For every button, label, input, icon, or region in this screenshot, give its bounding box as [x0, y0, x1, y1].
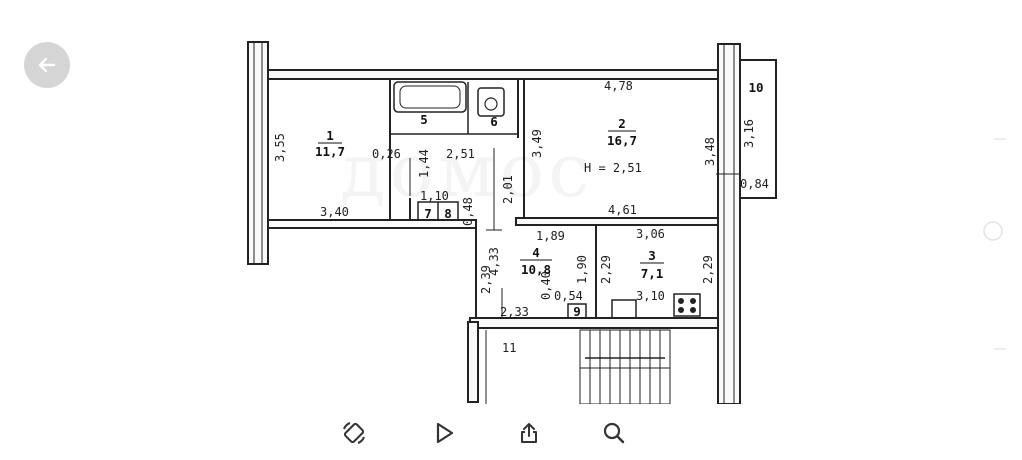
room-6-label: 6	[490, 114, 498, 129]
ceiling-height-label: H = 2,51	[584, 161, 642, 175]
bathtub	[393, 81, 467, 113]
right-window-wall	[717, 43, 741, 404]
floor-plan[interactable]: 1 11,7 2 16,7 H = 2,51 3 7,1 4 10,8 5 6 …	[240, 38, 780, 404]
dim-label: 1,10	[420, 189, 449, 203]
room-2-area: 16,7	[607, 133, 637, 148]
dim-label: 2,01	[501, 175, 515, 204]
dim-label: 3,10	[636, 289, 665, 303]
dim-label: 0,26	[372, 147, 401, 161]
dim-label: 4,78	[604, 79, 633, 93]
room-2-label: 2	[618, 116, 626, 131]
dim-label: 0,48	[461, 197, 475, 226]
dim-label: 0,54	[554, 289, 583, 303]
room-11-label: 11	[502, 341, 516, 355]
room-4-label: 4	[532, 245, 540, 260]
dim-label: 2,33	[500, 305, 529, 319]
room-10-label: 10	[748, 80, 763, 95]
room-9-label: 9	[573, 304, 581, 319]
room-1-area: 11,7	[315, 144, 345, 159]
dim-label: 2,29	[599, 255, 613, 284]
top-wall	[267, 69, 719, 80]
balcony	[739, 59, 777, 199]
side-indicator	[994, 338, 1006, 357]
dim-label: 3,55	[273, 133, 287, 162]
kitchen-sink	[611, 299, 637, 319]
dim-label: 3,40	[320, 205, 349, 219]
staircase	[579, 329, 671, 404]
play-button[interactable]	[426, 416, 462, 450]
share-icon	[521, 423, 537, 443]
room-7-label: 7	[424, 206, 432, 221]
rotate-icon	[343, 422, 365, 444]
room-4-area: 10,8	[521, 262, 551, 277]
toilet	[477, 87, 505, 117]
stove	[673, 293, 701, 317]
room-5-label: 5	[420, 112, 428, 127]
search-button[interactable]	[596, 416, 632, 450]
dim-label: 2,39	[479, 265, 493, 294]
dim-label: 2,29	[701, 255, 715, 284]
dim-label: 4,33	[487, 247, 501, 276]
dim-label: 4,61	[608, 203, 637, 217]
arrow-left-icon	[38, 57, 56, 73]
dim-label: 2,51	[446, 147, 475, 161]
circle-indicator-icon	[982, 220, 1004, 246]
rotate-button[interactable]	[336, 416, 372, 450]
room-1-label: 1	[326, 128, 334, 143]
dim-label: 3,49	[530, 129, 544, 158]
search-icon	[603, 422, 625, 444]
left-window-wall	[247, 41, 269, 265]
bottom-wall	[469, 317, 719, 329]
floor-plan-drawing: 1 11,7 2 16,7 H = 2,51 3 7,1 4 10,8 5 6 …	[247, 41, 777, 404]
room-3-area: 7,1	[641, 266, 664, 281]
dim-label: 1,44	[417, 149, 431, 178]
room-3-label: 3	[648, 248, 656, 263]
share-button[interactable]	[511, 416, 547, 450]
room-8-label: 8	[444, 206, 452, 221]
dim-label: 1,89	[536, 229, 565, 243]
dim-label: 3,48	[703, 137, 717, 166]
side-indicator	[994, 128, 1006, 147]
dim-label: 1,90	[575, 255, 589, 284]
dim-label: 0,40	[539, 271, 553, 300]
play-icon	[436, 422, 454, 444]
dim-label: 3,06	[636, 227, 665, 241]
back-button[interactable]	[24, 42, 70, 88]
bottom-toolbar	[0, 410, 1022, 456]
dim-label: 3,16	[742, 119, 756, 148]
dim-label: 0,84	[740, 177, 769, 191]
